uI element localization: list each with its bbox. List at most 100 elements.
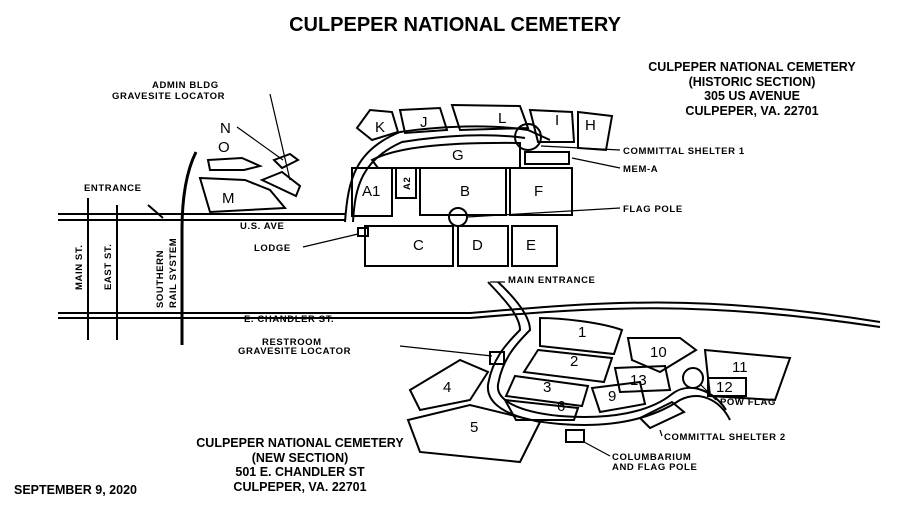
restroom-locator-label: GRAVESITE LOCATOR <box>238 346 351 357</box>
section-J <box>398 106 449 135</box>
label-12: 12 <box>716 379 733 396</box>
label-G: G <box>452 147 464 164</box>
label-11: 11 <box>732 359 748 376</box>
restroom-leader <box>399 345 493 357</box>
label-4: 4 <box>443 379 451 396</box>
gravesite-locator-kiosk <box>259 170 302 198</box>
committal2-leader <box>659 429 663 437</box>
admin-label: ADMIN BLDG <box>152 80 219 91</box>
entrance-marker <box>147 204 164 219</box>
label-I: I <box>555 112 559 129</box>
columbarium-flag-label: AND FLAG POLE <box>612 462 697 473</box>
historic-street: 305 US AVENUE <box>704 89 800 103</box>
section-12 <box>707 377 747 397</box>
label-M: M <box>222 190 235 207</box>
chandler-street-north <box>58 301 881 323</box>
label-D: D <box>472 237 483 254</box>
section-M <box>198 176 288 214</box>
columbarium-label: COLUMBARIUM <box>612 452 691 463</box>
label-L: L <box>498 110 506 127</box>
mem-a-label: MEM-A <box>623 164 658 175</box>
committal-shelter-2 <box>638 400 686 430</box>
label-B: B <box>460 183 470 200</box>
committal-shelter-1 <box>514 123 542 151</box>
new-city: CULPEPER, VA. 22701 <box>233 479 367 494</box>
pow-flag-label: POW FLAG <box>720 397 776 408</box>
label-N: N <box>220 120 231 137</box>
lodge-building <box>357 227 369 237</box>
label-3: 3 <box>543 379 551 396</box>
section-4 <box>408 358 490 412</box>
admin-building <box>206 156 264 171</box>
mem-a-section <box>524 151 570 165</box>
new-section-label: (NEW SECTION) <box>251 450 349 465</box>
section-D <box>457 225 509 267</box>
section-G <box>370 141 521 169</box>
historic-name: CULPEPER NATIONAL CEMETERY <box>648 60 856 74</box>
chandler-label: E. CHANDLER ST. <box>244 314 334 325</box>
east-st-label: EAST ST. <box>103 243 114 290</box>
flag-pole <box>448 207 468 227</box>
label-J: J <box>420 114 428 131</box>
label-2: 2 <box>570 353 578 370</box>
lodge-label: LODGE <box>254 243 291 254</box>
section-2 <box>522 348 614 384</box>
section-F <box>509 167 573 216</box>
section-C <box>364 225 454 267</box>
southern-rail-line <box>180 151 198 345</box>
section-9 <box>590 380 647 414</box>
section-3 <box>504 374 590 408</box>
admin-leader <box>269 93 291 181</box>
label-C: C <box>413 237 424 254</box>
restroom-label: RESTROOM <box>262 337 322 348</box>
committal1-label: COMMITTAL SHELTER 1 <box>623 146 745 157</box>
main-st-label: MAIN ST. <box>74 245 85 290</box>
historic-address-block: CULPEPER NATIONAL CEMETERY (HISTORIC SEC… <box>632 60 872 118</box>
new-section-road-inner <box>496 281 727 419</box>
main-entrance-label: MAIN ENTRANCE <box>508 275 596 286</box>
section-5 <box>406 403 542 464</box>
label-A2: A2 <box>402 177 413 190</box>
flag-pole-leader <box>466 207 621 218</box>
admin-locator-label: GRAVESITE LOCATOR <box>112 91 225 102</box>
new-address-block: CULPEPER NATIONAL CEMETERY (NEW SECTION)… <box>180 436 420 494</box>
section-6 <box>503 398 580 421</box>
section-I <box>528 108 576 143</box>
section-A2 <box>395 167 417 199</box>
restroom-building <box>489 351 505 365</box>
map-date: SEPTEMBER 9, 2020 <box>14 483 137 497</box>
pow-flag-circle <box>682 367 704 389</box>
new-name: CULPEPER NATIONAL CEMETERY <box>196 436 404 450</box>
lodge-leader <box>302 233 359 248</box>
label-1: 1 <box>578 324 586 341</box>
columbarium-leader <box>583 441 611 457</box>
historic-loop-road <box>344 125 551 223</box>
label-6: 6 <box>557 398 565 415</box>
label-H: H <box>585 117 596 134</box>
historic-loop-road-inner <box>352 134 526 223</box>
label-F: F <box>534 183 543 200</box>
rail-label-2: RAIL SYSTEM <box>168 238 179 308</box>
label-10: 10 <box>650 344 667 361</box>
mem-a-leader <box>571 157 621 169</box>
section-1 <box>539 316 624 356</box>
section-E <box>511 225 558 267</box>
label-A1: A1 <box>362 183 380 200</box>
label-9: 9 <box>608 388 616 405</box>
map-title: CULPEPER NATIONAL CEMETERY <box>289 14 621 36</box>
pow-flag-leader <box>699 383 717 401</box>
label-5: 5 <box>470 419 478 436</box>
n-leader <box>236 126 284 161</box>
columbarium <box>565 429 585 443</box>
label-K: K <box>375 119 385 136</box>
label-13: 13 <box>630 372 647 389</box>
historic-section-label: (HISTORIC SECTION) <box>688 74 816 89</box>
committal1-leader <box>540 145 621 151</box>
us-ave-label: U.S. AVE <box>240 221 284 232</box>
committal2-label: COMMITTAL SHELTER 2 <box>664 432 786 443</box>
chandler-street-south <box>58 307 881 328</box>
entrance-label: ENTRANCE <box>84 183 142 194</box>
section-B <box>419 167 507 216</box>
section-H <box>577 110 614 152</box>
